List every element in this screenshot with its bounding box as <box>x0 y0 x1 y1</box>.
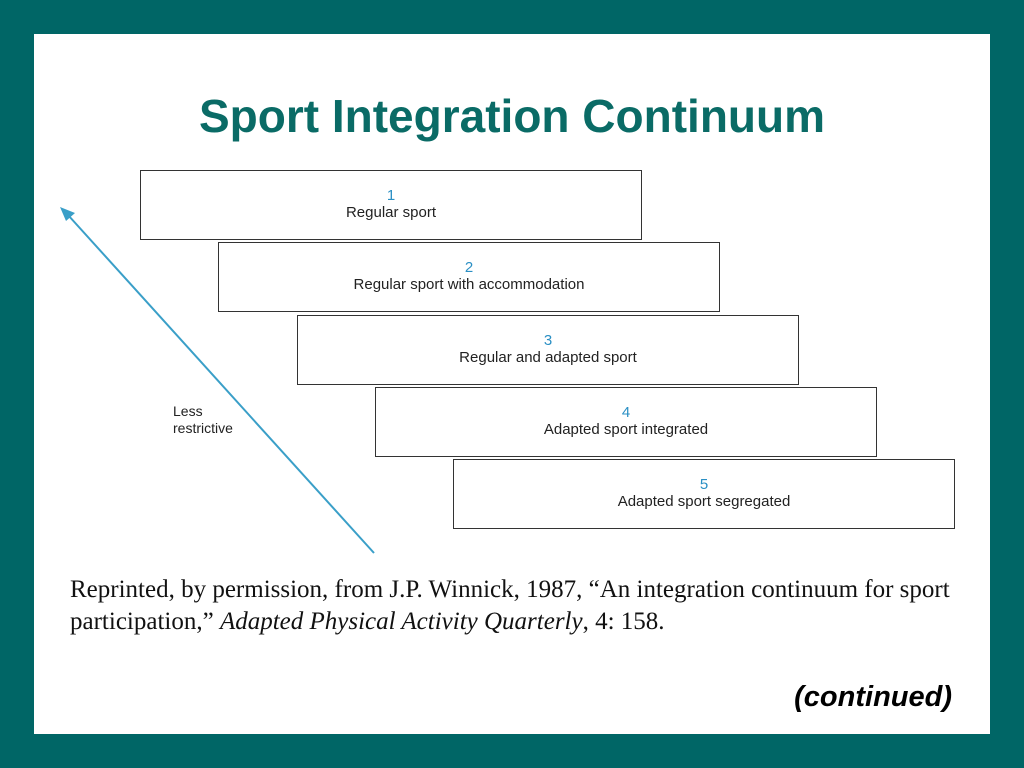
step-label: Adapted sport integrated <box>543 421 709 438</box>
arrow-label-line2: restrictive <box>173 420 233 436</box>
citation-part1: Reprinted, by permission, from J.P. Winn… <box>70 576 950 635</box>
slide-title: Sport Integration Continuum <box>198 90 826 142</box>
step-number: 3 <box>543 332 553 349</box>
step-label: Adapted sport segregated <box>617 493 791 510</box>
continued-note: (continued) <box>794 681 952 713</box>
step-label: Regular sport with accommodation <box>353 276 585 293</box>
arrow-label-line1: Less <box>173 403 203 419</box>
citation-journal: Adapted Physical Activity Quarterly <box>219 608 583 635</box>
step-label: Regular sport <box>345 204 437 221</box>
continuum-step-5: 5 Adapted sport segregated <box>453 459 955 529</box>
step-label: Regular and adapted sport <box>459 349 637 366</box>
citation-part2: , 4: 158. <box>582 608 665 635</box>
step-number: 2 <box>464 259 474 276</box>
step-number: 1 <box>386 187 396 204</box>
step-number: 4 <box>621 404 631 421</box>
step-number: 5 <box>699 476 709 493</box>
arrow-label: Less restrictive <box>173 403 233 437</box>
citation-text: Reprinted, by permission, from J.P. Winn… <box>70 574 950 638</box>
continuum-step-3: 3 Regular and adapted sport <box>297 315 799 385</box>
continuum-step-2: 2 Regular sport with accommodation <box>218 242 720 312</box>
continuum-step-4: 4 Adapted sport integrated <box>375 387 877 457</box>
continuum-step-1: 1 Regular sport <box>140 170 642 240</box>
